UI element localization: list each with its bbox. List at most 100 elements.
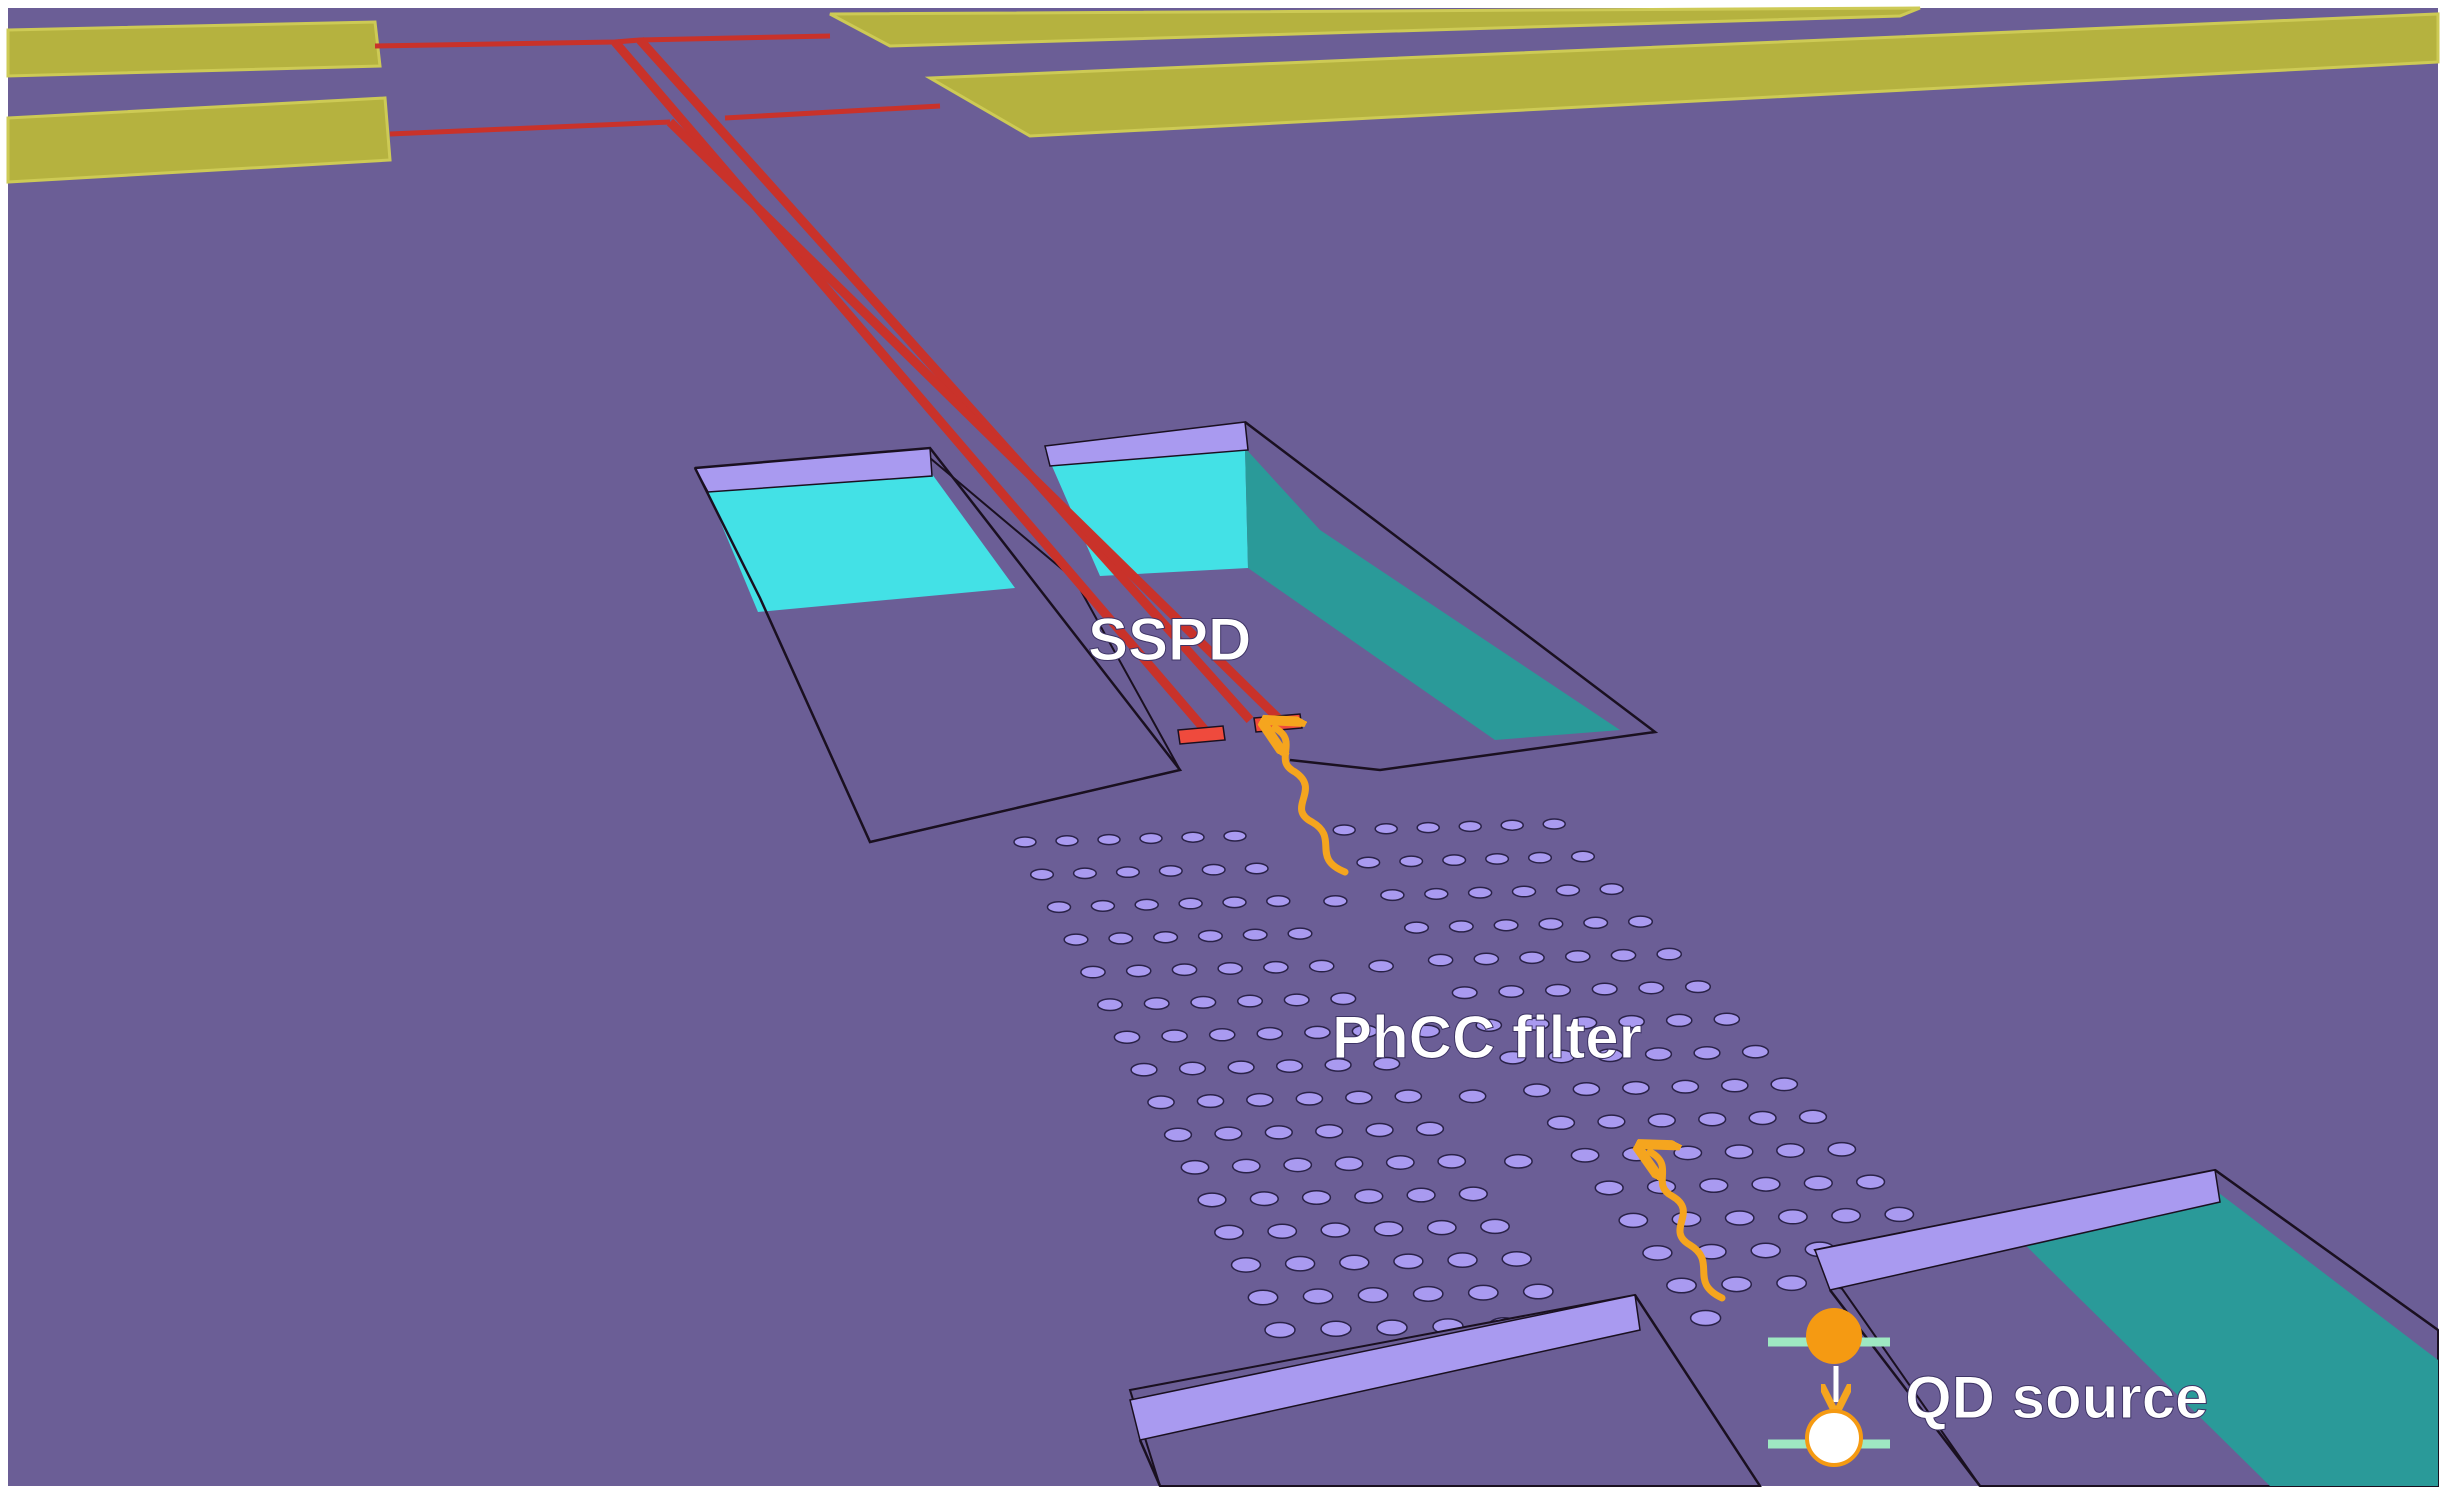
phc-hole: [1130, 1062, 1158, 1077]
phc-hole: [1231, 1158, 1261, 1174]
label-qd-source: QD source: [1905, 1364, 2208, 1431]
phc-hole: [1236, 994, 1264, 1008]
phc-hole: [1266, 895, 1291, 908]
trench-outline-bottom-4: [2214, 1168, 2439, 1332]
phc-hole: [1750, 1242, 1781, 1259]
phc-hole: [1542, 818, 1566, 830]
phc-hole: [1724, 1210, 1755, 1226]
phc-hole: [1139, 832, 1163, 845]
trench-cavity-light-left: [708, 474, 1015, 612]
phc-hole: [1458, 1089, 1487, 1104]
phc-hole: [1190, 995, 1217, 1009]
phc-hole: [1178, 897, 1203, 910]
phc-hole: [1426, 1219, 1457, 1236]
phc-hole: [1178, 1061, 1207, 1076]
phc-hole: [1798, 1109, 1828, 1125]
phc-hole: [1827, 1141, 1857, 1157]
phc-hole: [1570, 1147, 1600, 1163]
phc-hole: [1249, 1191, 1279, 1207]
trench-outline-bottom: [1138, 1439, 1162, 1487]
phc-hole: [1583, 916, 1609, 930]
phc-hole: [1638, 981, 1665, 995]
phc-hole: [1570, 1016, 1598, 1030]
phc-hole: [1741, 1044, 1770, 1059]
phc-hole: [1354, 1188, 1384, 1204]
nanowire-strip-1: [611, 39, 1209, 733]
phc-hole: [1208, 1028, 1236, 1042]
wire-upper-left: [374, 33, 831, 49]
phc-hole: [1406, 1187, 1436, 1203]
gold-pad-left-upper: [6, 20, 382, 78]
phc-hole: [1380, 889, 1405, 902]
phc-hole: [1284, 1255, 1316, 1272]
phc-hole: [1597, 1114, 1626, 1129]
phc-hole: [1072, 867, 1097, 880]
phc-hole: [1096, 998, 1124, 1012]
nanowire-strip-3: [666, 118, 1284, 724]
phc-hole: [1143, 996, 1170, 1011]
trench-outline-right: [1244, 421, 1659, 772]
phc-hole: [1244, 862, 1269, 875]
phc-hole: [1080, 965, 1106, 979]
phc-hole: [1283, 993, 1310, 1007]
source-trench: [1128, 1168, 2439, 1487]
phc-hole: [1485, 852, 1510, 865]
phc-hole: [1046, 901, 1072, 914]
phc-hole: [1153, 930, 1179, 944]
phc-hole: [1618, 1212, 1649, 1229]
phc-hole: [1467, 1284, 1499, 1301]
phc-hole: [1287, 927, 1313, 940]
phc-hole: [1413, 1024, 1441, 1038]
phc-hole: [1324, 1057, 1352, 1072]
phc-hole: [1230, 1256, 1262, 1273]
phc-hole: [1301, 1189, 1332, 1206]
trench-outline-bottom-2: [1633, 1294, 1762, 1487]
phc-hole: [1201, 863, 1226, 876]
phc-hole: [1437, 1153, 1467, 1169]
phc-hole: [1666, 1277, 1697, 1294]
trench-cavity-dark-bottom: [2010, 1190, 2438, 1486]
phc-hole: [1831, 1207, 1862, 1224]
sspd-nanowire: [611, 36, 1303, 745]
phc-hole: [1393, 1253, 1424, 1270]
phc-hole: [1171, 963, 1198, 977]
nanowire-strip-2: [636, 36, 1254, 724]
phc-hole: [1673, 1145, 1703, 1161]
phc-hole: [1181, 831, 1205, 843]
phc-hole: [1777, 1209, 1808, 1225]
phc-hole: [1163, 1127, 1193, 1143]
phc-hole: [1748, 1110, 1777, 1126]
phc-hole: [1063, 933, 1089, 946]
phc-hole: [1451, 986, 1478, 1000]
phc-hole: [1424, 887, 1449, 900]
phc-hole: [1721, 1276, 1753, 1293]
photon-wavy-arrow-icon: [1275, 728, 1349, 876]
phc-hole: [1332, 824, 1356, 836]
phc-hole: [1499, 1050, 1527, 1065]
phc-hole: [1693, 1045, 1721, 1060]
phc-hole: [1247, 1289, 1279, 1306]
phc-hole: [1572, 1082, 1601, 1097]
phc-hole: [1475, 1018, 1503, 1032]
membrane-edge-right: [1044, 421, 1249, 467]
phc-hole: [1698, 1111, 1727, 1127]
phc-hole: [1467, 886, 1493, 899]
phc-hole: [1304, 1025, 1331, 1040]
label-phcc-filter: PhCC filter: [1332, 1004, 1642, 1071]
phc-hole: [1115, 866, 1140, 879]
phc-hole: [1770, 1077, 1799, 1092]
phc-hole: [1523, 1017, 1550, 1031]
phc-hole: [1113, 1030, 1141, 1044]
phc-hole: [1222, 896, 1247, 909]
phc-hole: [1458, 820, 1482, 833]
phc-hole: [1029, 868, 1055, 881]
phc-hole: [1412, 1285, 1444, 1302]
wire-lower-left: [389, 119, 671, 137]
phc-hole: [1090, 899, 1116, 912]
phc-hole: [1671, 1079, 1700, 1094]
phc-hole: [1656, 947, 1683, 961]
phc-hole: [1503, 1153, 1533, 1169]
phc-hole: [1855, 1174, 1886, 1190]
phc-hole: [1555, 884, 1581, 897]
